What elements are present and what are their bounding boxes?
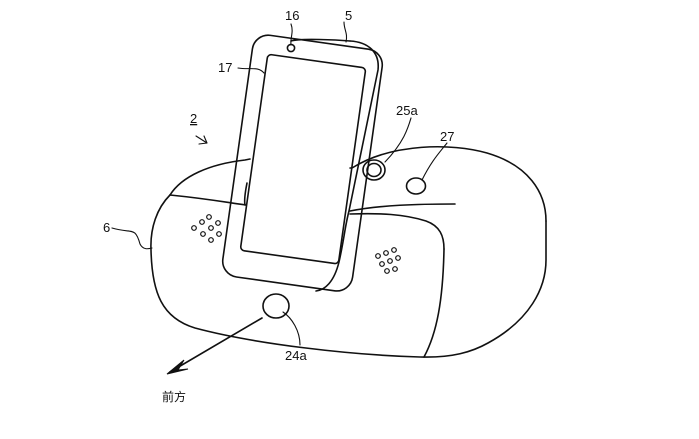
label-16: 16 [285,8,299,23]
leader-24a [282,311,301,346]
phone-body [221,34,384,292]
front-button-24a [262,293,290,319]
leader-lines [111,21,448,346]
speaker-hole [395,255,401,261]
speaker-hole [215,220,221,226]
speaker-hole [392,266,398,272]
label-17: 17 [218,60,232,75]
speaker-hole [383,250,389,256]
leader-16 [290,23,293,46]
smartphone-5 [221,34,384,292]
front-panel-top-edge [169,194,445,250]
leader-17 [237,67,265,74]
front-arrow-shaft [169,317,263,373]
leader-6 [111,227,153,250]
speaker-hole [375,253,381,259]
speaker-hole [379,261,385,267]
speaker-hole [208,237,214,243]
label-2: 2 [190,111,197,126]
top-button-27 [405,177,427,195]
speaker-hole [199,219,205,225]
base-outline [150,194,547,358]
speaker-hole [191,225,197,231]
dock-top-edge [349,203,456,212]
speaker-grille-right [375,247,401,274]
front-arrow-head [166,359,189,375]
label-5: 5 [345,8,352,23]
base-top-outline [169,145,547,222]
speaker-hole [200,231,206,237]
speaker-hole [206,214,212,220]
base-station [150,145,547,358]
speaker-hole [387,258,393,264]
speaker-hole [216,231,222,237]
speaker-hole [391,247,397,253]
leader-27 [421,142,448,181]
front-direction-arrow [166,317,263,375]
speaker-hole [208,225,214,231]
leader-25a [384,117,412,163]
label-27: 27 [440,129,454,144]
dock-seam-left [243,182,248,206]
reference-labels: 16 5 17 2 25a 27 6 24a 前方 [103,8,454,404]
front-panel-right-edge [423,248,445,358]
arrow-2 [195,135,208,145]
label-25a: 25a [396,103,418,118]
speaker-grille-left [191,214,222,243]
phone-screen [239,53,367,265]
label-24a: 24a [285,348,307,363]
leader-5 [343,21,348,43]
speaker-hole [384,268,390,274]
label-front-direction: 前方 [162,389,186,404]
label-6: 6 [103,220,110,235]
